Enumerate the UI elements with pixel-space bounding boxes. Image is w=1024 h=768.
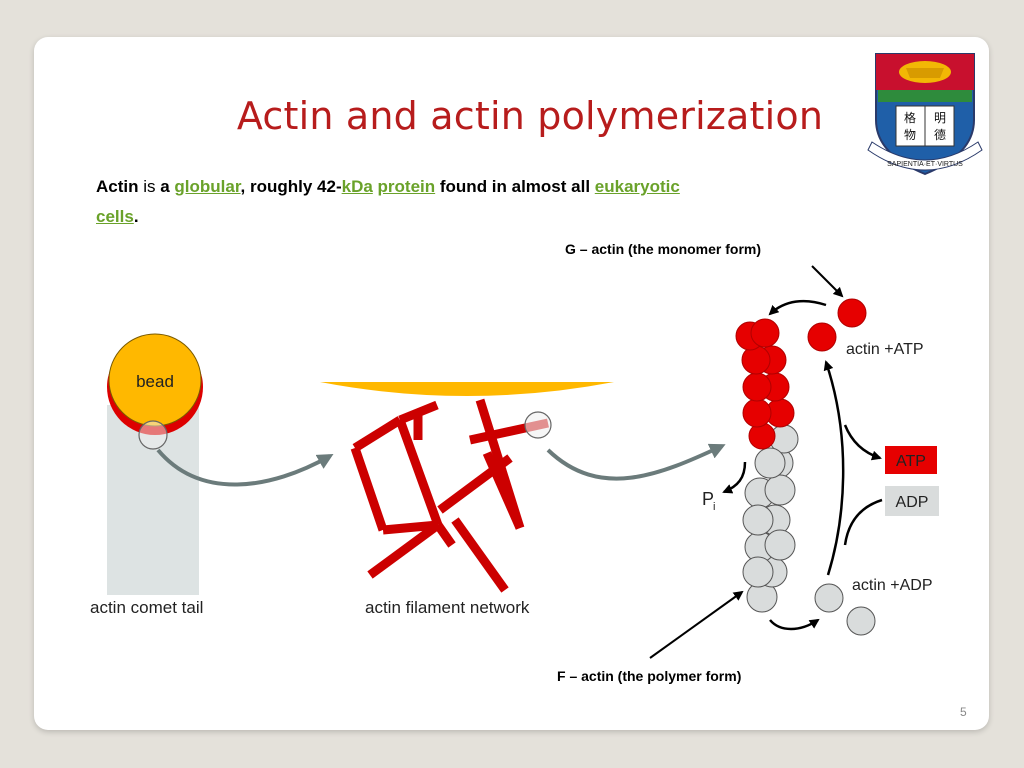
g-actin-pointer xyxy=(811,265,844,298)
pi-subscript: i xyxy=(713,501,715,513)
cycle-arrows xyxy=(722,299,883,631)
adp-monomer-2 xyxy=(846,606,876,636)
f-actin-adp-subunits xyxy=(742,424,799,613)
intro-segment-roughly: , roughly 42- xyxy=(240,177,342,196)
bead-label: bead xyxy=(136,372,174,391)
intro-word-is: is xyxy=(138,177,161,196)
g-actin-monomer-1 xyxy=(837,298,867,328)
adp-box xyxy=(885,486,939,516)
bead-focus-circle xyxy=(138,420,168,450)
pi-label: P xyxy=(702,489,714,509)
comet-tail-label: actin comet tail xyxy=(90,598,203,617)
globular-link[interactable]: globular xyxy=(174,177,241,196)
intro-word-actin: Actin xyxy=(96,177,139,196)
zoom-arrow-2 xyxy=(546,443,726,481)
f-actin-label: F – actin (the polymer form) xyxy=(557,668,741,684)
kda-link[interactable]: kDa xyxy=(341,177,373,196)
adp-monomer-1 xyxy=(814,583,844,613)
network-label: actin filament network xyxy=(365,598,530,617)
g-actin-monomer-2 xyxy=(807,322,837,352)
f-actin-atp-subunits xyxy=(735,318,795,450)
intro-period: . xyxy=(133,207,139,226)
university-crest-logo: 格 明 物 德 SAPIENTIA·ET·VIRTUS xyxy=(867,53,983,176)
f-actin-pointer xyxy=(649,590,744,659)
filament-network xyxy=(350,398,549,593)
protein-link[interactable]: protein xyxy=(377,177,436,196)
eukaryotic-link[interactable]: eukaryotic xyxy=(594,177,680,196)
slide-title: Actin and actin polymerization xyxy=(236,94,824,138)
intro-text: Actin is a globular, roughly 42-kDa prot… xyxy=(96,172,896,232)
crest-char-4: 德 xyxy=(934,127,946,142)
membrane-surface xyxy=(320,382,614,396)
crest-char-3: 物 xyxy=(904,128,916,142)
crest-char-2: 明 xyxy=(934,111,946,125)
intro-word-a: a xyxy=(160,177,175,196)
actin-adp-label: actin +ADP xyxy=(852,577,932,594)
crest-char-1: 格 xyxy=(904,110,916,125)
crest-motto: SAPIENTIA·ET·VIRTUS xyxy=(887,161,963,168)
atp-box xyxy=(885,446,937,474)
atp-box-label: ATP xyxy=(896,453,926,470)
g-actin-label: G – actin (the monomer form) xyxy=(565,241,761,257)
actin-atp-label: actin +ATP xyxy=(846,341,924,358)
intro-segment-found: found in almost all xyxy=(435,177,595,196)
page-number: 5 xyxy=(960,705,967,719)
network-focus-circle xyxy=(524,411,552,439)
cells-link[interactable]: cells xyxy=(96,207,134,226)
adp-box-label: ADP xyxy=(896,494,929,511)
zoom-arrow-1 xyxy=(156,448,334,487)
